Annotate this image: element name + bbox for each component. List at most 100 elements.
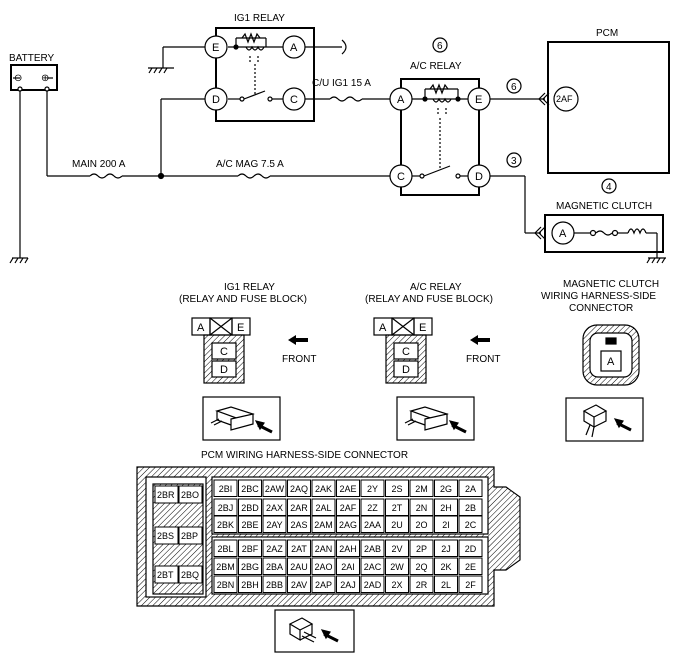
pcm-pin-label: 2BH [241, 580, 259, 590]
pcm-pin-label: 2Z [367, 503, 378, 513]
ac-pin-e: E [475, 94, 482, 106]
pcm-pin-label: 2S [391, 484, 402, 494]
pcm-left-pin: 2BO [181, 490, 199, 500]
pcm-pin-label: 2AC [364, 562, 382, 572]
pcm-pin-cell [434, 575, 458, 593]
ac-connector-subtitle: (RELAY AND FUSE BLOCK) [365, 294, 493, 305]
ac-relay-label: A/C RELAY [410, 61, 462, 72]
pcm-pin-label: 2AN [315, 544, 333, 554]
battery [9, 64, 58, 264]
pcm-pin-label: 2BK [217, 520, 234, 530]
battery-minus-icon: ⊖ [14, 73, 22, 84]
pcm-pin-label: 2V [391, 544, 402, 554]
pcm-pin-cell [287, 557, 311, 575]
ac-relay-callout: 6 [437, 41, 443, 52]
pcm-pin-cell [213, 557, 238, 575]
pcm-pin-label: 2AH [339, 544, 357, 554]
wire-callout-clutch: 3 [511, 156, 517, 167]
pcm-pin-label: 2P [416, 544, 427, 554]
pcm-pin-cell [458, 479, 483, 497]
battery-plus-icon: ⊕ [41, 73, 49, 84]
ac-front-arrow-icon [470, 335, 490, 345]
pcm-pin-label: 2J [441, 544, 451, 554]
pcm-pin-cell [262, 479, 287, 497]
pcm-pin-cell [213, 575, 238, 593]
pcm-pin-cell [336, 575, 360, 593]
clutch-plug-icon [565, 397, 644, 442]
ig1-front-label: FRONT [282, 354, 316, 365]
pcm-pin-label: 2AE [339, 484, 356, 494]
pcm-pin-cell [385, 515, 409, 533]
ig1-conn-pin-a: A [197, 322, 205, 334]
pcm-pin-label: 2O [415, 520, 427, 530]
schematic [9, 27, 670, 264]
pcm-pin-label: 2Y [367, 484, 378, 494]
pcm-pin-cell [409, 557, 434, 575]
pcm-pin-cell [238, 515, 262, 533]
ig1-conn-pin-e: E [237, 322, 244, 334]
ig1-front-arrow-icon [288, 335, 308, 345]
ig1-connector-view: IG1 RELAY (RELAY AND FUSE BLOCK) A E C D… [179, 282, 316, 441]
pcm-pin-label: 2AD [364, 580, 382, 590]
pcm-pin-cell [311, 557, 336, 575]
pcm-pin-label: 2BD [241, 503, 259, 513]
pcm-pin-cell [409, 575, 434, 593]
pcm-pin-label: 2BB [266, 580, 283, 590]
pcm-pin-cell [385, 479, 409, 497]
pcm-pin-cell [385, 557, 409, 575]
ac-conn-pin-c: C [402, 346, 410, 358]
clutch-connector-title: MAGNETIC CLUTCH [563, 279, 659, 290]
pcm-pin-label: 2L [441, 580, 451, 590]
clutch-pin: A [559, 228, 567, 240]
pcm-pin-label: 2AJ [340, 580, 356, 590]
ac-pin-c: C [397, 171, 405, 183]
pcm-pin-cell [385, 575, 409, 593]
pcm-pin-cell [287, 515, 311, 533]
clutch-label: MAGNETIC CLUTCH [556, 201, 652, 212]
ig1-pin-a: A [290, 42, 298, 54]
pcm-pin-label: 2M [415, 484, 428, 494]
pcm-pin-label: 2BA [266, 562, 283, 572]
ig1-pin-e: E [212, 42, 219, 54]
ig1-pin-d: D [212, 94, 220, 106]
pcm-pin-label: 2H [440, 503, 452, 513]
pcm-pin-cell [311, 539, 336, 557]
ac-plug-icon [396, 396, 475, 441]
pcm-pin-label: 2AK [315, 484, 332, 494]
clutch-conn-pin-a: A [607, 356, 615, 368]
pcm-pin-label: 2AS [290, 520, 307, 530]
pcm-pin-label: 2T [392, 503, 403, 513]
pcm-pin-label: 2AI [341, 562, 355, 572]
pcm-pin-label: 2BM [216, 562, 235, 572]
clutch-callout: 4 [606, 182, 612, 193]
pcm-pin-cell [311, 479, 336, 497]
pcm-connector-view: PCM WIRING HARNESS-SIDE CONNECTOR 2BR 2B… [136, 450, 521, 653]
pcm-pin-label: 2W [390, 562, 404, 572]
battery-label: BATTERY [9, 53, 55, 64]
ac-conn-pin-e: E [419, 322, 426, 334]
pcm-pin-cell [360, 479, 385, 497]
pcm-label: PCM [596, 28, 618, 39]
pcm-pin-label: 2A [465, 484, 476, 494]
ig1-connector-subtitle: (RELAY AND FUSE BLOCK) [179, 294, 307, 305]
pcm-pin-label: 2AY [266, 520, 282, 530]
pcm-pin-label: 2G [440, 484, 452, 494]
pcm-pin-cell [360, 515, 385, 533]
pcm-pin-label: 2F [465, 580, 476, 590]
pcm-pin-cell [262, 575, 287, 593]
pcm-pin-cell [287, 479, 311, 497]
pcm-pin-cell [336, 515, 360, 533]
pcm-plug-icon [274, 609, 355, 653]
pcm-pin-cell [360, 539, 385, 557]
pcm-pin-label: 2E [465, 562, 476, 572]
pcm-left-pin: 2BT [157, 570, 174, 580]
schematic-labels: BATTERY ⊖ ⊕ MAIN 200 A IG1 RELAY E A D C… [9, 13, 652, 240]
pcm-pin-cell [311, 515, 336, 533]
pcm-pin-cell [409, 515, 434, 533]
pcm-pin-cell [458, 539, 483, 557]
pcm-pin-label: 2AA [364, 520, 381, 530]
pcm-pin-cell [336, 539, 360, 557]
ig1-plug-icon [202, 396, 281, 441]
pcm-pin-label: 2BI [219, 484, 233, 494]
